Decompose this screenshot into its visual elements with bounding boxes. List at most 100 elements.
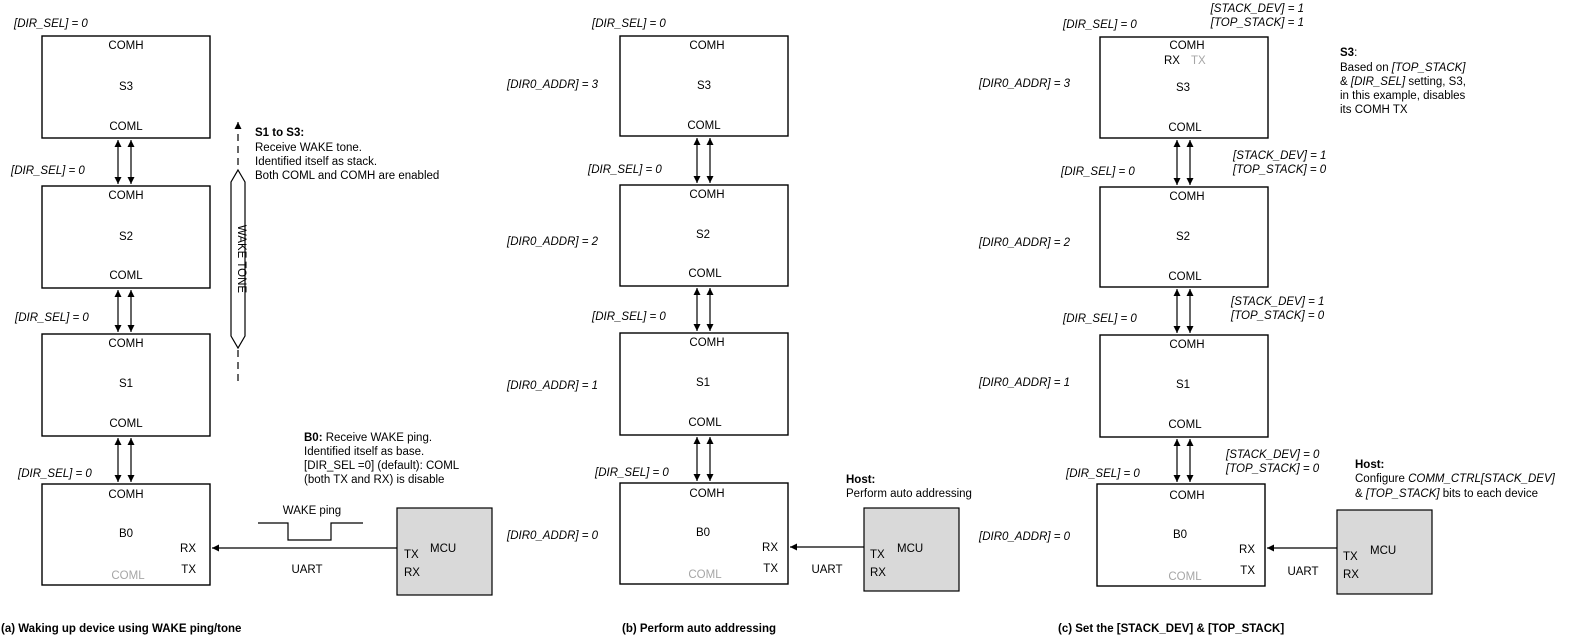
comh-label: COMH	[689, 337, 724, 349]
note-text: Configure	[1355, 473, 1408, 485]
coml-label: COML	[109, 270, 143, 282]
coml-label: COML	[1168, 122, 1202, 134]
device-name: B0	[119, 528, 133, 540]
dir-sel-label: [DIR_SEL] = 0	[1062, 19, 1137, 31]
dir0-addr-label: [DIR0_ADDR] = 2	[506, 236, 599, 248]
rx-label: RX	[762, 542, 778, 554]
device-name: B0	[1173, 529, 1187, 541]
tx-label: TX	[763, 563, 778, 575]
note-colon: :	[1354, 47, 1357, 59]
note-reg: COMM_CTRL[STACK_DEV]	[1408, 473, 1556, 485]
mcu-rx-label: RX	[870, 567, 886, 579]
uart-label: UART	[291, 564, 322, 576]
stack-dev-label: [STACK_DEV] = 0	[1225, 449, 1320, 461]
device-name: S2	[696, 229, 710, 241]
mcu-rx-label: RX	[404, 567, 420, 579]
note-title: Host:	[1355, 459, 1384, 471]
dir-sel-label: [DIR_SEL] = 0	[17, 468, 92, 480]
device-name: S1	[1176, 379, 1190, 391]
stack-settings: [STACK_DEV] = 1 [TOP_STACK] = 1 [STACK_D…	[1210, 3, 1327, 475]
note-reg: [DIR_SEL]	[1350, 76, 1406, 88]
coml-label: COML	[1168, 271, 1202, 283]
mcu-label: MCU	[897, 543, 923, 555]
rx-label: RX	[180, 543, 196, 555]
comh-label: COMH	[108, 489, 143, 501]
dir0-addr-label: [DIR0_ADDR] = 0	[978, 531, 1071, 543]
dir0-addr-label: [DIR0_ADDR] = 2	[978, 237, 1071, 249]
device-s1: COMH S1 COML	[1099, 334, 1269, 438]
device-b0: COMH B0 RX TX COML	[1096, 483, 1266, 587]
device-name: S1	[696, 377, 710, 389]
device-name: S3	[1176, 82, 1190, 94]
uart-label: UART	[1287, 566, 1318, 578]
note-title: S1 to S3:	[255, 127, 304, 139]
caption-a: (a) Waking up device using WAKE ping/ton…	[1, 623, 241, 635]
coml-label: COML	[688, 417, 722, 429]
panel-c: COMH RX TX S3 COML COMH S2 COML COMH S1 …	[978, 3, 1556, 635]
dir0-addr-label: [DIR0_ADDR] = 3	[978, 78, 1071, 90]
b0-note: B0: Receive WAKE ping. Identified itself…	[304, 432, 460, 486]
s3-note: S3: Based on [TOP_STACK] & [DIR_SEL] set…	[1340, 47, 1466, 116]
top-stack-label: [TOP_STACK] = 0	[1230, 310, 1325, 322]
note-line: Receive WAKE tone.	[255, 142, 362, 154]
host-note: Host: Perform auto addressing	[846, 474, 972, 500]
note-text: in this example, disables	[1340, 90, 1466, 102]
note-line: (both TX and RX) is disable	[304, 474, 444, 486]
dir-sel-label: [DIR_SEL] = 0	[13, 18, 88, 30]
note-title: S3	[1340, 47, 1354, 59]
mcu-block: MCU TX RX	[1336, 509, 1433, 595]
mcu-tx-label: TX	[404, 549, 419, 561]
top-stack-label: [TOP_STACK] = 1	[1210, 17, 1304, 29]
top-stack-label: [TOP_STACK] = 0	[1232, 164, 1327, 176]
comh-label: COMH	[689, 488, 724, 500]
comh-label: COMH	[689, 40, 724, 52]
coml-label: COML	[687, 120, 721, 132]
note-title: Host:	[846, 474, 875, 486]
panel-a: COMH S3 COML COMH S2 COML COMH S1 COML C…	[1, 18, 493, 635]
stack-dev-label: [STACK_DEV] = 1	[1232, 150, 1326, 162]
dir-sel-label: [DIR_SEL] = 0	[594, 467, 669, 479]
dir-sel-label: [DIR_SEL] = 0	[1065, 468, 1140, 480]
tx-label: TX	[181, 564, 196, 576]
rx-label: RX	[1164, 55, 1180, 67]
rx-label: RX	[1239, 544, 1255, 556]
link-arrows	[693, 138, 714, 481]
note-text: bits to each device	[1440, 488, 1538, 500]
device-name: S3	[119, 81, 133, 93]
dir0-addr-label: [DIR0_ADDR] = 3	[506, 79, 599, 91]
link-arrows	[114, 140, 135, 482]
note-line: Both COML and COMH are enabled	[255, 170, 439, 182]
wake-tone-label: WAKE TONE	[235, 225, 247, 293]
comh-label: COMH	[1169, 339, 1204, 351]
panel-b: COMH S3 COML COMH S2 COML COMH S1 COML C…	[506, 18, 972, 635]
mcu-tx-label: TX	[1343, 551, 1358, 563]
coml-label-disabled: COML	[1168, 571, 1202, 583]
dir0-addr-label: [DIR0_ADDR] = 1	[506, 380, 598, 392]
stack-dev-label: [STACK_DEV] = 1	[1230, 296, 1324, 308]
mcu-block: MCU TX RX	[863, 507, 960, 592]
coml-label: COML	[109, 418, 143, 430]
svg-text:& [TOP_STACK] bits to each dev: & [TOP_STACK] bits to each device	[1355, 488, 1538, 500]
comh-label: COMH	[1169, 40, 1204, 52]
note-text: &	[1340, 76, 1351, 88]
dir-sel-label: [DIR_SEL] = 0	[1062, 313, 1137, 325]
note-text: setting, S3,	[1405, 76, 1466, 88]
note-line: Identified itself as base.	[304, 446, 424, 458]
coml-label: COML	[688, 268, 722, 280]
device-name: S2	[119, 231, 133, 243]
svg-text:& [DIR_SEL] setting, S3,: & [DIR_SEL] setting, S3,	[1340, 76, 1466, 88]
caption-c: (c) Set the [STACK_DEV] & [TOP_STACK]	[1058, 623, 1284, 635]
mcu-block: MCU TX RX	[396, 507, 493, 596]
wake-ping-waveform: WAKE ping	[258, 505, 363, 541]
svg-text:Configure COMM_CTRL[STACK_DEV]: Configure COMM_CTRL[STACK_DEV]	[1355, 473, 1556, 485]
svg-text:Based on [TOP_STACK]: Based on [TOP_STACK]	[1340, 62, 1466, 74]
mcu-rx-label: RX	[1343, 569, 1359, 581]
device-s2: COMH S2 COML	[619, 184, 789, 287]
note-text: Based on	[1340, 62, 1392, 74]
device-s3: COMH RX TX S3 COML	[1099, 36, 1269, 139]
note-title: B0:	[304, 432, 323, 444]
note-text: &	[1355, 488, 1366, 500]
device-name: B0	[696, 527, 710, 539]
tx-label-disabled: TX	[1191, 55, 1206, 67]
